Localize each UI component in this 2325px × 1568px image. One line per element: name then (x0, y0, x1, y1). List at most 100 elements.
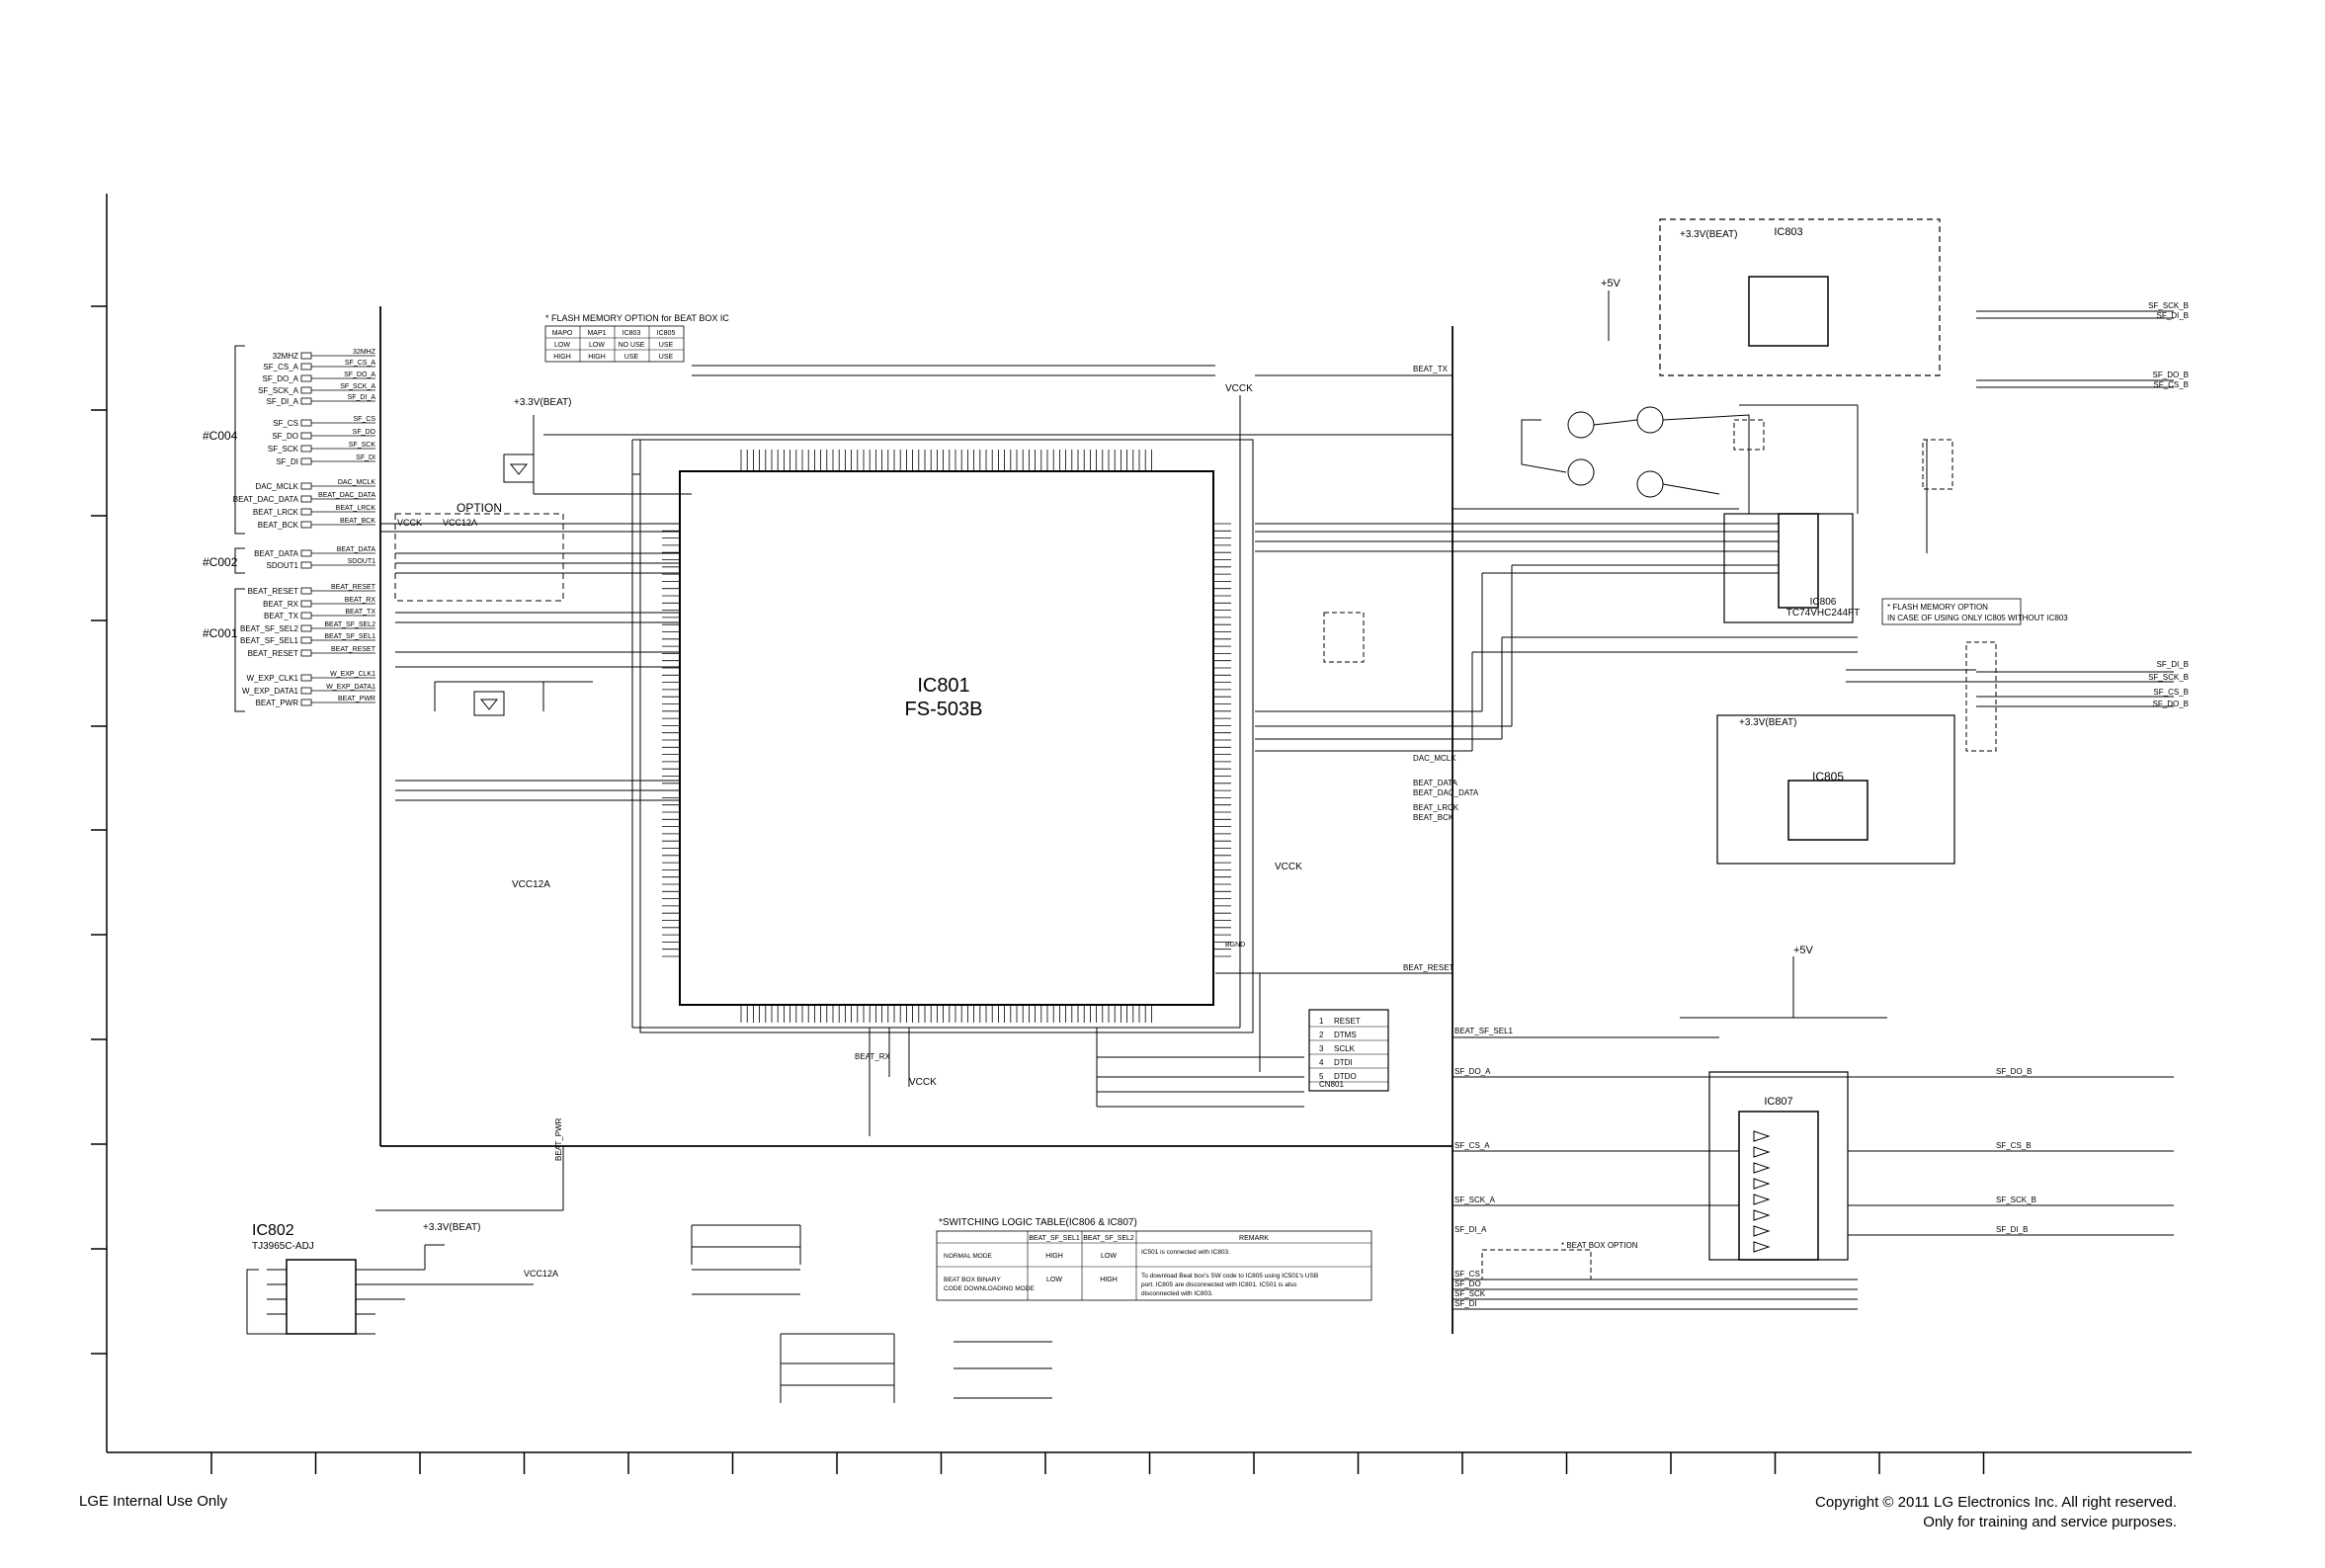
left-signal-net-18: BEAT_SF_SEL2 (324, 621, 375, 628)
left-signal-6: SF_DO (272, 432, 298, 441)
left-signal-net-16: BEAT_RX (345, 597, 376, 604)
br-out-3: SF_DI_B (1996, 1225, 2028, 1234)
connector-c002: #C002 (203, 555, 238, 569)
left-signal-port-21 (300, 674, 312, 682)
p5v-rail-bottom: +5V (1793, 945, 1814, 956)
left-signal-net-15: BEAT_RESET (331, 584, 376, 591)
footer-left-text: LGE Internal Use Only (79, 1493, 228, 1510)
br-signal-5: SF_CS (1454, 1270, 1480, 1279)
ic805-group: IC805 +3.3V(BEAT) (1716, 714, 1955, 865)
left-signal-port-4 (300, 397, 312, 405)
option-box: OPTION VCCK VCC12A (394, 501, 564, 602)
br-signal-3: SF_SCK_A (1454, 1196, 1496, 1204)
ic806-group: IC806 TC74VHC244FT (1723, 513, 1860, 623)
connector-c001: #C001 (203, 626, 238, 640)
left-signal-port-7 (300, 445, 312, 453)
left-signal-13: BEAT_DATA (254, 549, 299, 558)
ic803-ref: IC803 (1774, 226, 1802, 238)
left-signal-23: BEAT_PWR (256, 699, 299, 707)
footer-right-text: Copyright © 2011 LG Electronics Inc. All… (1815, 1493, 2177, 1532)
left-signal-net-12: BEAT_BCK (340, 518, 375, 525)
left-signal-net-9: DAC_MCLK (338, 479, 375, 486)
left-signal-7: SF_SCK (268, 445, 299, 454)
cn801-pin-4: DTDO (1334, 1072, 1357, 1081)
left-signal-port-14 (300, 561, 312, 569)
left-signal-10: BEAT_DAC_DATA (233, 495, 299, 504)
ic802-rail-vcc12a: VCC12A (524, 1269, 558, 1279)
flash-header-2: IC803 (623, 330, 641, 337)
flash-note-top: * FLASH MEMORY OPTION for BEAT BOX IC (545, 313, 729, 323)
left-signal-port-22 (300, 687, 312, 695)
switching-logic-table: *SWITCHING LOGIC TABLE(IC806 & IC807) BE… (936, 1217, 1372, 1301)
ic801-ref: IC801 (917, 675, 969, 697)
left-signal-11: BEAT_LRCK (253, 508, 299, 517)
flash-note-right1: * FLASH MEMORY OPTION (1887, 603, 1988, 612)
left-signal-net-3: SF_SCK_A (340, 383, 375, 390)
br-signal-1: SF_DO_A (1454, 1067, 1491, 1076)
left-signal-net-13: BEAT_DATA (337, 546, 376, 553)
footer-copyright: Copyright © 2011 LG Electronics Inc. All… (1815, 1494, 2177, 1511)
left-signal-port-1 (300, 363, 312, 371)
right-signal-1: SF_DI_B (2157, 311, 2189, 320)
right-signal-2: SF_DO_B (2153, 371, 2189, 379)
ic807-group: IC807 (1708, 1071, 1849, 1261)
ic802-ref: IC802 (252, 1222, 294, 1239)
ic801-part: FS-503B (905, 699, 983, 720)
left-signal-net-22: W_EXP_DATA1 (326, 684, 375, 691)
switch-cell-1-3-1: port. IC805 are disconnected with IC801.… (1141, 1281, 1297, 1288)
br-signal-6: SF_DO (1454, 1279, 1481, 1288)
flash-cell-0-2: NO USE (619, 342, 645, 349)
beat-box-note: * BEAT BOX OPTION (1561, 1241, 1638, 1250)
footer-training-note: Only for training and service purposes. (1923, 1514, 2177, 1530)
flash-header-1: MAP1 (587, 330, 606, 337)
left-signal-port-12 (300, 521, 312, 529)
switch-header-3: REMARK (1239, 1235, 1269, 1242)
left-signal-21: W_EXP_CLK1 (247, 674, 299, 683)
label-beat-data: BEAT_DATA (1413, 779, 1458, 787)
flash-cell-1-0: HIGH (553, 354, 571, 361)
switch-cell-0-0a: NORMAL MODE (944, 1253, 993, 1260)
switch-cell-1-0a: BEAT BOX BINARY (944, 1277, 1001, 1283)
left-signal-0: 32MHZ (273, 352, 298, 361)
cn801-pin-num-2: 3 (1319, 1044, 1324, 1053)
left-signal-net-7: SF_SCK (349, 442, 376, 449)
label-beat-rx: BEAT_RX (855, 1052, 891, 1061)
switch-cell-1-1: LOW (1046, 1277, 1062, 1283)
option-title: OPTION (457, 501, 502, 515)
flash-cell-0-1: LOW (589, 342, 605, 349)
left-signal-net-4: SF_DI_A (348, 394, 376, 401)
cn801-pin-num-0: 1 (1319, 1017, 1324, 1026)
left-signal-port-17 (300, 612, 312, 619)
flash-note-right2: IN CASE OF USING ONLY IC805 WITHOUT IC80… (1887, 614, 2068, 622)
left-signal-net-11: BEAT_LRCK (336, 505, 376, 512)
ic805-rail: +3.3V(BEAT) (1739, 717, 1796, 728)
label-beat-pwr: BEAT_PWR (554, 1117, 563, 1161)
left-signal-14: SDOUT1 (267, 561, 299, 570)
left-signal-net-2: SF_DO_A (344, 371, 375, 378)
vcc12a-mid: VCC12A (512, 879, 550, 890)
right-signal-0: SF_SCK_B (2148, 301, 2189, 310)
left-signal-net-17: BEAT_TX (345, 609, 375, 616)
br-signal-7: SF_SCK (1454, 1289, 1486, 1298)
ic806-part: TC74VHC244FT (1786, 608, 1860, 619)
cn801-pin-3: DTDI (1334, 1058, 1353, 1067)
left-signal-port-3 (300, 386, 312, 394)
ic803-group: IC803 +3.3V(BEAT) (1659, 218, 1941, 376)
left-signal-net-0: 32MHZ (353, 349, 376, 356)
left-signal-port-10 (300, 495, 312, 503)
left-signal-port-8 (300, 457, 312, 465)
flash-header-3: IC805 (657, 330, 676, 337)
left-signal-17: BEAT_TX (264, 612, 299, 620)
ic807-ref: IC807 (1764, 1096, 1792, 1108)
left-signal-net-19: BEAT_SF_SEL1 (324, 633, 375, 640)
flash-cell-0-0: LOW (554, 342, 570, 349)
left-signal-2: SF_DO_A (263, 374, 299, 383)
left-signal-port-15 (300, 587, 312, 595)
left-signal-net-23: BEAT_PWR (338, 696, 375, 702)
label-beat-dac-data: BEAT_DAC_DATA (1413, 788, 1479, 797)
ic802-part: TJ3965C-ADJ (252, 1241, 314, 1252)
left-signal-16: BEAT_RX (263, 600, 299, 609)
left-signal-19: BEAT_SF_SEL1 (240, 636, 299, 645)
left-signal-1: SF_CS_A (263, 363, 298, 371)
